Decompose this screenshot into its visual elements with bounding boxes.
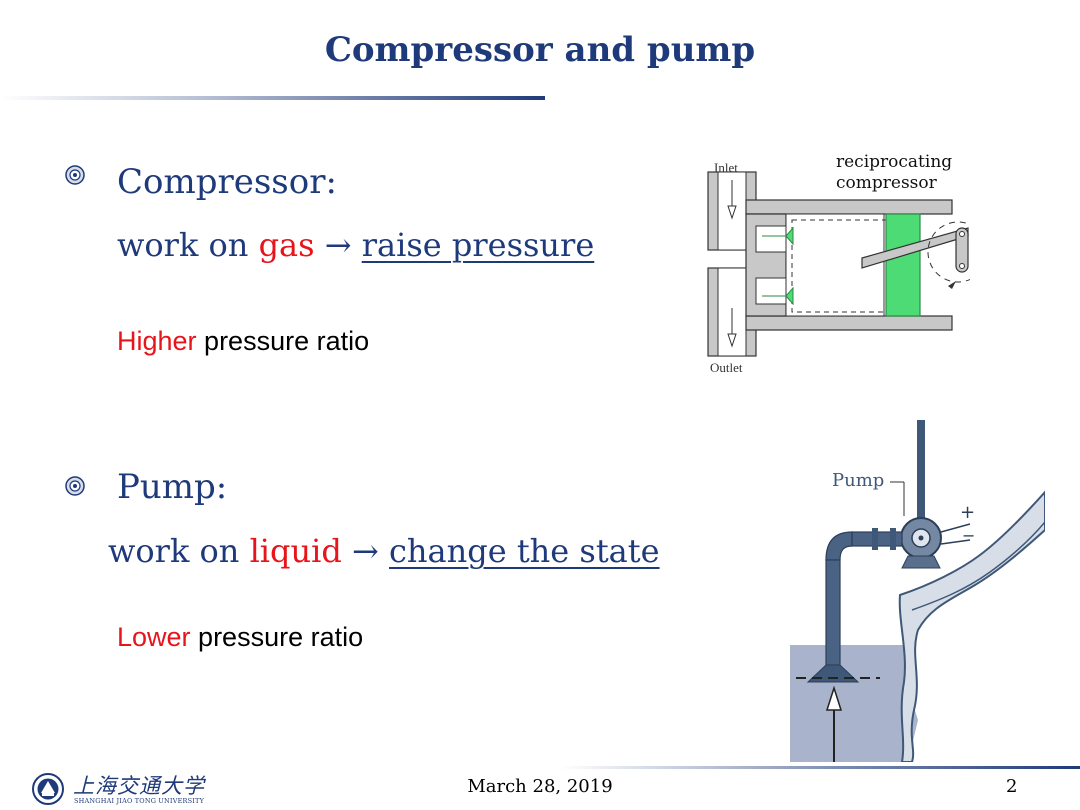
- pump-line-result: change the state: [389, 532, 660, 570]
- pump-diagram: Pump + −: [790, 420, 1045, 762]
- minus-terminal-label: −: [962, 526, 976, 545]
- inlet-label: Inlet: [714, 160, 738, 175]
- outlet-label: Outlet: [710, 360, 743, 375]
- compressor-note-rest: pressure ratio: [196, 326, 370, 356]
- compressor-line-prefix: work on: [117, 226, 259, 264]
- slide-title: Compressor and pump: [324, 30, 756, 70]
- bullet-emblem-icon: [65, 476, 85, 496]
- compressor-description: work on gas → raise pressure: [117, 226, 594, 264]
- pump-line-prefix: work on: [108, 532, 250, 570]
- compressor-drawing: [707, 171, 989, 357]
- compressor-note-highlight: Higher: [117, 326, 197, 356]
- pump-line-arrow: →: [341, 532, 389, 570]
- university-name-cn: 上海交通大学: [73, 774, 205, 798]
- pump-line-highlight: liquid: [249, 532, 342, 570]
- bullet-emblem-icon: [65, 165, 85, 185]
- university-name-en: SHANGHAI JIAO TONG UNIVERSITY: [74, 797, 205, 805]
- caption-line-2: compressor: [836, 173, 937, 193]
- pump-note-highlight: Lower: [117, 622, 191, 652]
- footer-divider: [560, 766, 1080, 769]
- footer-date: March 28, 2019: [467, 776, 613, 797]
- caption-line-1: reciprocating: [836, 152, 953, 172]
- compressor-caption: reciprocating compressor: [836, 152, 952, 194]
- compressor-diagram: Inlet Outlet reciprocating compressor: [690, 150, 989, 380]
- pump-label: Pump: [832, 470, 885, 491]
- compressor-line-highlight: gas: [258, 226, 315, 264]
- pump-drawing: [790, 420, 1045, 762]
- pump-heading: Pump:: [117, 467, 228, 507]
- university-seal-icon: [32, 773, 64, 805]
- page-number: 2: [1006, 776, 1018, 797]
- pump-note-rest: pressure ratio: [190, 622, 364, 652]
- plus-terminal-label: +: [960, 502, 976, 523]
- compressor-note: Higher pressure ratio: [117, 326, 369, 357]
- compressor-line-result: raise pressure: [361, 226, 595, 264]
- pump-description: work on liquid → change the state: [108, 532, 660, 570]
- pump-note: Lower pressure ratio: [117, 622, 363, 653]
- compressor-heading: Compressor:: [117, 162, 337, 202]
- compressor-line-arrow: →: [314, 226, 362, 264]
- title-divider: [0, 96, 545, 100]
